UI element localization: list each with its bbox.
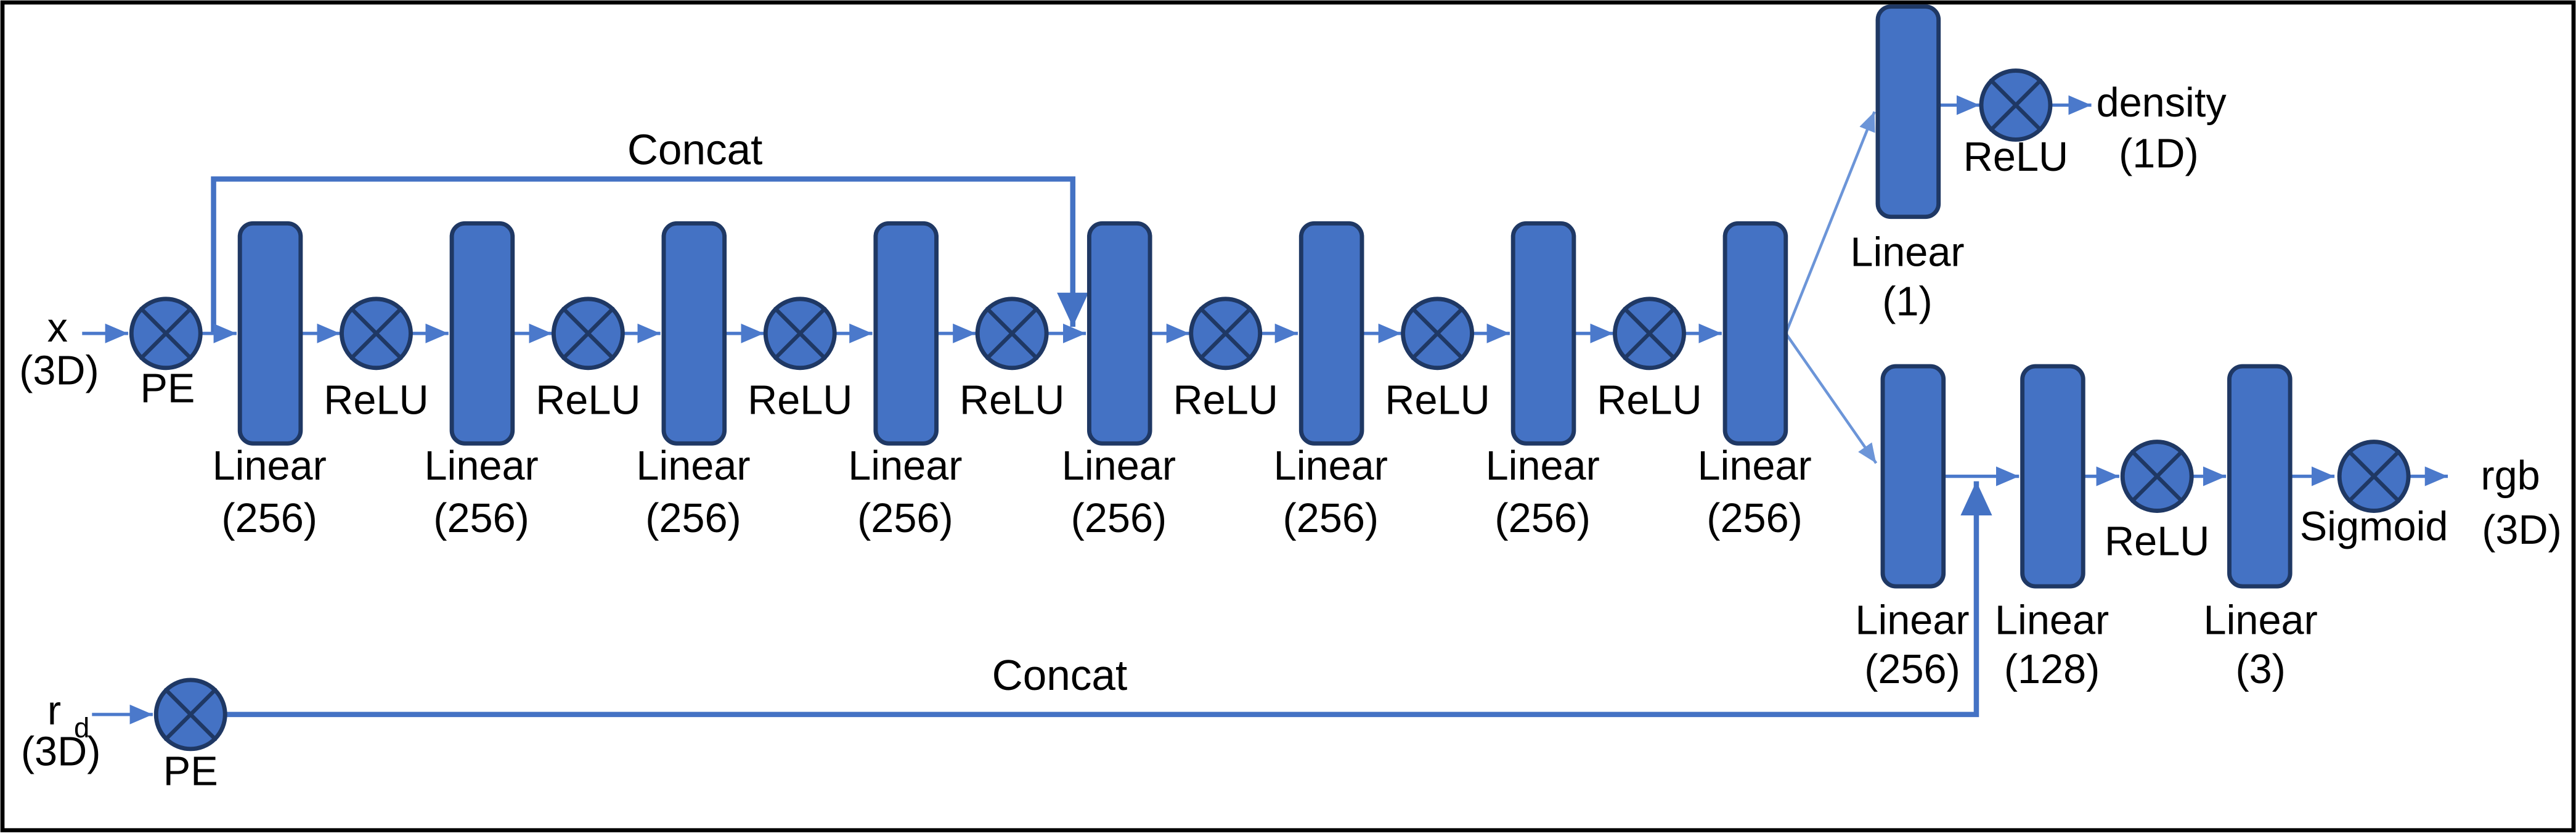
density-linear-units: (1): [1882, 279, 1932, 325]
linear-label-2: Linear: [424, 443, 538, 489]
density-relu-label: ReLU: [1963, 134, 2068, 180]
color-linear-units-1: (256): [1864, 647, 1960, 692]
color-linear-units-2: (128): [2004, 647, 2100, 692]
concat-top-label: Concat: [627, 125, 763, 173]
linear-units-4: (256): [857, 496, 953, 541]
concat-bottom-label: Concat: [992, 651, 1128, 699]
relu-node-1: [340, 297, 413, 371]
input-x-dim: (3D): [19, 348, 99, 393]
color-linear-units-3: (3): [2235, 647, 2285, 692]
linear-block-5: [1086, 221, 1152, 446]
linear-label-8: Linear: [1697, 443, 1811, 489]
relu-label-6: ReLU: [1385, 377, 1490, 423]
relu-label-4: ReLU: [960, 377, 1064, 423]
color-relu-node: [2120, 440, 2194, 513]
linear-units-8: (256): [1706, 496, 1803, 541]
arrow-linear8-to-density-head: [1784, 111, 1876, 334]
linear-units-2: (256): [433, 496, 529, 541]
linear-units-6: (256): [1283, 496, 1379, 541]
pe-label-direction: PE: [163, 748, 218, 794]
relu-node-2: [551, 297, 625, 371]
linear-block-1: [237, 221, 303, 446]
density-relu-node: [1979, 68, 2053, 142]
density-linear-label: Linear: [1850, 230, 1964, 276]
linear-block-7: [1510, 221, 1576, 446]
color-linear-label-1: Linear: [1855, 597, 1969, 643]
color-linear-label-2: Linear: [1995, 597, 2109, 643]
sigmoid-node: [2337, 440, 2411, 513]
cross-line: [139, 306, 193, 360]
linear-block-8: [1722, 221, 1788, 446]
relu-label-3: ReLU: [748, 377, 852, 423]
arrow-linear8-to-color-head: [1784, 332, 1878, 464]
pe-node-position: [129, 297, 203, 371]
input-rd-dim: (3D): [21, 729, 101, 774]
density-output-label: density: [2097, 80, 2227, 126]
linear-units-7: (256): [1494, 496, 1591, 541]
relu-label-2: ReLU: [536, 377, 640, 423]
linear-block-2: [449, 221, 515, 446]
input-rd-subscript: d: [74, 712, 89, 744]
relu-node-3: [763, 297, 837, 371]
relu-node-7: [1613, 297, 1686, 371]
linear-block-3: [661, 221, 727, 446]
color-linear-block-3: [2227, 364, 2293, 589]
linear-label-4: Linear: [848, 443, 962, 489]
linear-label-1: Linear: [213, 443, 327, 489]
sigmoid-label: Sigmoid: [2300, 504, 2448, 549]
relu-node-4: [975, 297, 1049, 371]
skip-concat-line: [211, 176, 1089, 334]
color-linear-block-2: [2020, 364, 2085, 589]
linear-units-5: (256): [1071, 496, 1167, 541]
rgb-output-dim: (3D): [2482, 507, 2562, 553]
relu-node-5: [1189, 297, 1263, 371]
linear-label-6: Linear: [1274, 443, 1388, 489]
linear-label-3: Linear: [636, 443, 750, 489]
input-x-label: x: [47, 305, 68, 351]
density-output-dim: (1D): [2119, 131, 2199, 177]
relu-node-6: [1401, 297, 1475, 371]
input-rd-label: r: [47, 688, 61, 734]
linear-block-4: [873, 221, 939, 446]
color-linear-block-1: [1880, 364, 1946, 589]
relu-label-5: ReLU: [1173, 377, 1278, 423]
relu-label-7: ReLU: [1597, 377, 1702, 423]
linear-units-3: (256): [645, 496, 741, 541]
pe-node-direction: [153, 678, 227, 752]
density-linear-block: [1875, 4, 1941, 219]
relu-label-1: ReLU: [324, 377, 428, 423]
view-concat-line: [225, 481, 1992, 718]
linear-units-1: (256): [221, 496, 317, 541]
linear-block-6: [1298, 221, 1364, 446]
linear-label-5: Linear: [1062, 443, 1176, 489]
color-relu-label: ReLU: [2105, 518, 2209, 564]
color-linear-label-3: Linear: [2204, 597, 2318, 643]
pe-label-position: PE: [140, 366, 195, 412]
rgb-output-label: rgb: [2480, 453, 2540, 499]
linear-label-7: Linear: [1486, 443, 1600, 489]
